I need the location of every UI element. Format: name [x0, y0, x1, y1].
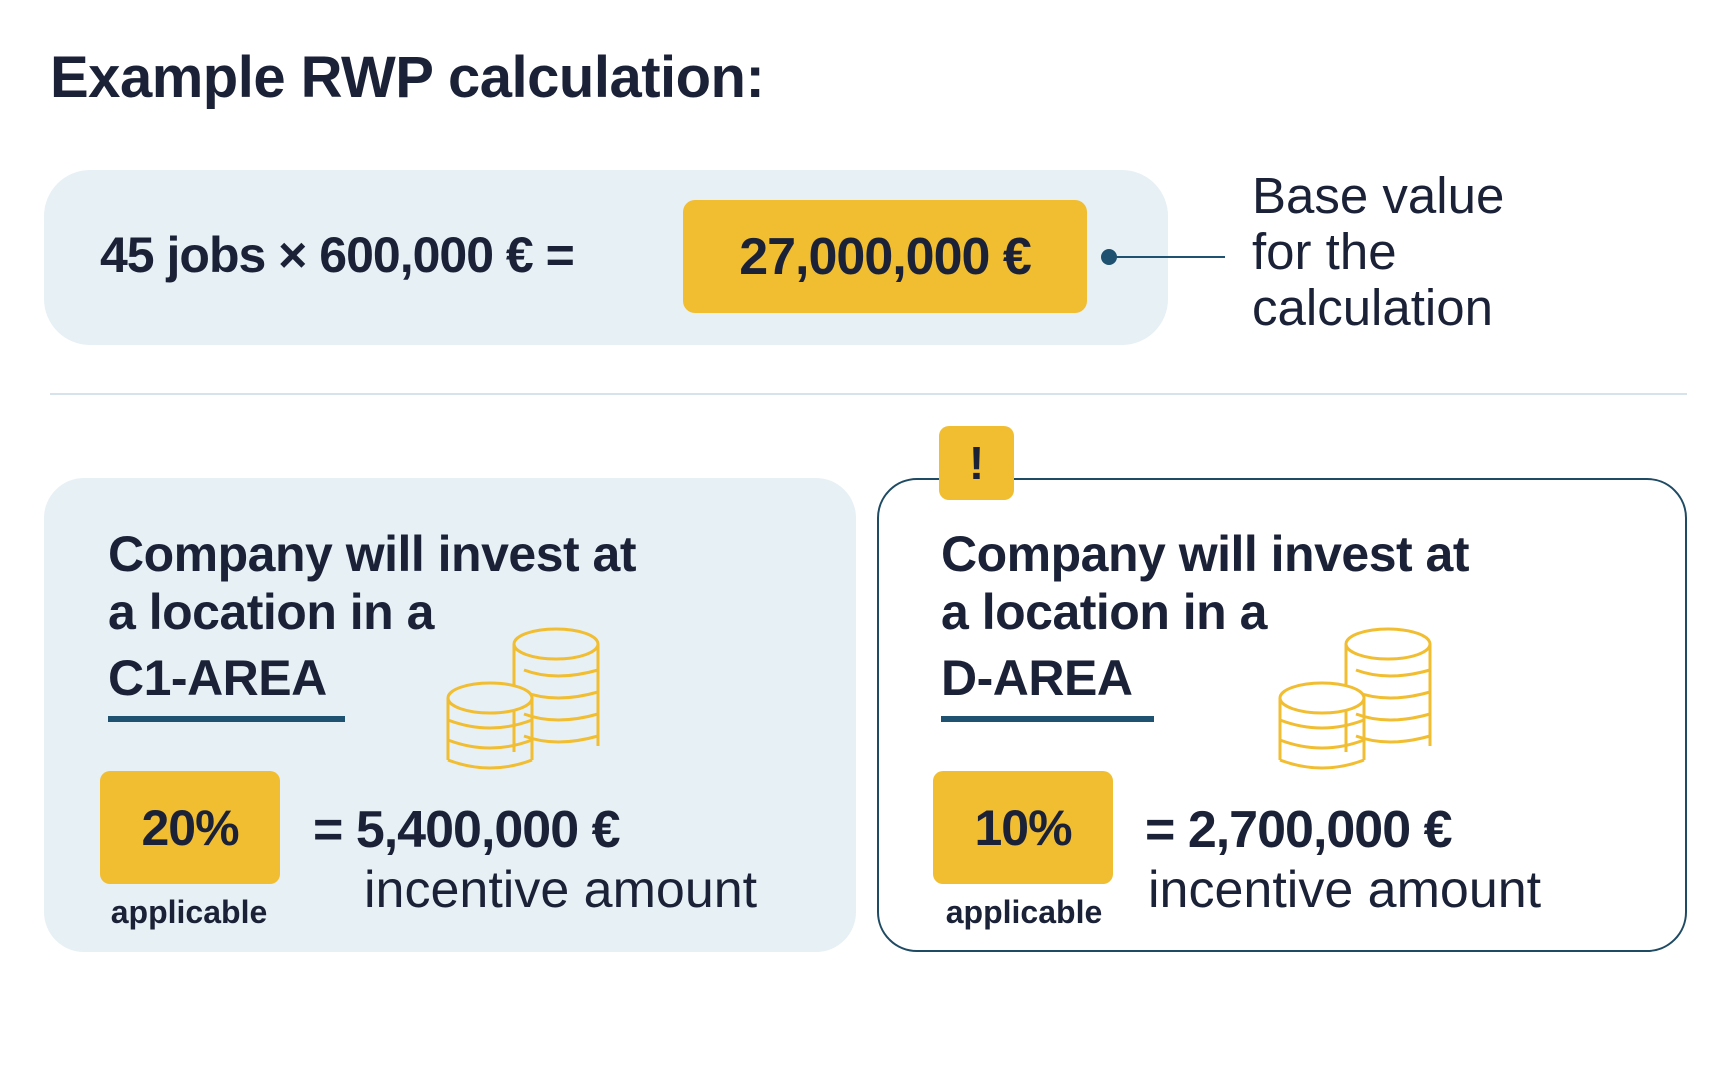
- base-result-value: 27,000,000 €: [739, 227, 1032, 286]
- headline-line: a location in a: [941, 584, 1267, 640]
- headline-line: a location in a: [108, 584, 434, 640]
- note-line: calculation: [1252, 279, 1493, 336]
- exclamation-icon: !: [968, 437, 985, 489]
- section-divider: [50, 393, 1687, 395]
- connector-line: [1115, 256, 1225, 258]
- c1-percent-badge: 20%: [100, 771, 280, 884]
- page-title: Example RWP calculation:: [50, 45, 765, 110]
- c1-incentive-amount: = 5,400,000 €: [313, 801, 621, 859]
- headline-line: Company will invest at: [941, 526, 1470, 582]
- note-line: for the: [1252, 223, 1397, 280]
- d-incentive-amount: = 2,700,000 €: [1145, 801, 1453, 859]
- note-line: Base value: [1252, 167, 1505, 224]
- d-percent-badge: 10%: [933, 771, 1113, 884]
- c1-area-label: C1-AREA: [108, 650, 327, 706]
- warning-badge: !: [939, 426, 1014, 500]
- c1-incentive-label: incentive amount: [364, 861, 758, 919]
- d-card-headline: Company will invest at a location in a: [941, 525, 1470, 641]
- percent-value: 20%: [141, 799, 239, 856]
- d-percent-caption: applicable: [945, 894, 1103, 930]
- base-formula: 45 jobs × 600,000 € =: [100, 227, 575, 283]
- coins-stack-icon: [1278, 627, 1432, 770]
- connector-dot-icon: [1101, 249, 1117, 265]
- d-incentive-label: incentive amount: [1148, 861, 1542, 919]
- c1-area-underline: [108, 716, 345, 722]
- headline-line: Company will invest at: [108, 526, 637, 582]
- c1-percent-caption: applicable: [110, 894, 268, 930]
- base-result-highlight: 27,000,000 €: [683, 200, 1087, 313]
- d-area-underline: [941, 716, 1154, 722]
- d-area-label: D-AREA: [941, 650, 1133, 706]
- c1-card-headline: Company will invest at a location in a: [108, 525, 637, 641]
- base-value-note: Base value for the calculation: [1252, 168, 1504, 336]
- percent-value: 10%: [974, 799, 1072, 856]
- coins-stack-icon: [446, 627, 600, 770]
